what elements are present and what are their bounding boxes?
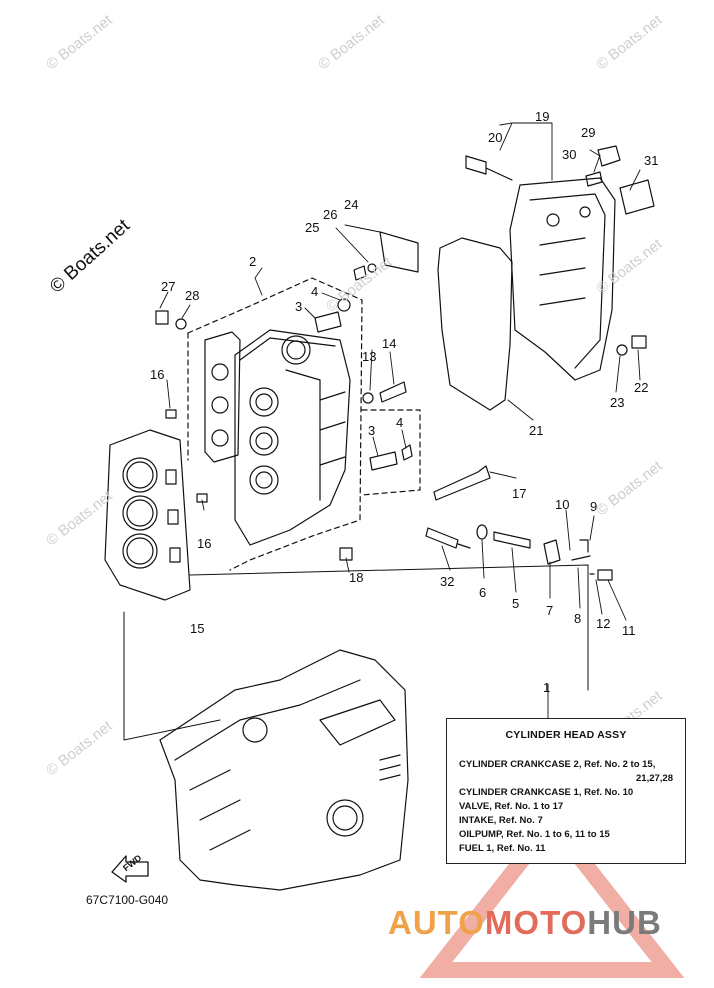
- callout-9: 9: [590, 499, 598, 514]
- info-box-title: CYLINDER HEAD ASSY: [505, 729, 627, 741]
- callout-3: 3: [368, 423, 376, 438]
- brand-part-hub: HUB: [587, 904, 662, 941]
- callout-28: 28: [185, 288, 200, 303]
- info-box-line: OILPUMP, Ref. No. 1 to 6, 11 to 15: [459, 829, 610, 840]
- spark-plug-32: [425, 527, 471, 549]
- callout-30: 30: [562, 147, 577, 162]
- washer-26: [367, 263, 377, 273]
- callout-31: 31: [644, 153, 659, 168]
- pin-4-lower: [401, 444, 413, 461]
- callout-2: 2: [249, 254, 257, 269]
- fwd-arrow-icon: [111, 855, 149, 883]
- callout-27: 27: [161, 279, 176, 294]
- callout-1: 1: [543, 680, 551, 695]
- washer-23: [616, 344, 628, 356]
- plate-7: [543, 539, 561, 565]
- sleeve-3-upper: [314, 311, 342, 333]
- callout-16: 16: [197, 536, 212, 551]
- callout-20: 20: [488, 130, 503, 145]
- brand-part-moto: MOTO: [484, 904, 588, 941]
- info-box-line: 21,27,28: [636, 773, 673, 784]
- callout-19: 19: [535, 109, 550, 124]
- bolt-17: [433, 465, 491, 501]
- bolt-20: [465, 155, 513, 181]
- pin-16-upper: [165, 409, 177, 419]
- callout-18: 18: [349, 570, 364, 585]
- bolt-27: [155, 310, 169, 325]
- callout-4: 4: [396, 415, 404, 430]
- bolt-25: [353, 265, 367, 281]
- callout-6: 6: [479, 585, 487, 600]
- callout-7: 7: [546, 603, 554, 618]
- callout-23: 23: [610, 395, 625, 410]
- callout-5: 5: [512, 596, 520, 611]
- label-31: [619, 179, 655, 215]
- callout-3: 3: [295, 299, 303, 314]
- head-gasket: [104, 429, 191, 601]
- ring-4-upper: [337, 298, 351, 312]
- callout-24: 24: [344, 197, 359, 212]
- brand-triangle-logo: [419, 809, 685, 978]
- shaft-5: [493, 531, 531, 549]
- brand-logo-text: AUTOMOTOHUB: [388, 904, 662, 942]
- screw-9: [579, 539, 589, 553]
- assembly-info-box: CYLINDER HEAD ASSY CYLINDER CRANKCASE 2,…: [446, 718, 686, 864]
- crankcase: [159, 649, 409, 891]
- bolt-14: [379, 381, 407, 403]
- diagram-code: 67C7100-G040: [86, 893, 169, 907]
- bolt-11: [597, 569, 613, 581]
- callout-16: 16: [150, 367, 165, 382]
- pin-16-lower: [196, 493, 208, 503]
- callout-17: 17: [512, 486, 527, 501]
- cap-29: [597, 145, 621, 167]
- callout-22: 22: [634, 380, 649, 395]
- info-box-line: FUEL 1, Ref. No. 11: [459, 843, 546, 854]
- callout-25: 25: [305, 220, 320, 235]
- callout-14: 14: [382, 336, 397, 351]
- callout-8: 8: [574, 611, 582, 626]
- callout-11: 11: [622, 623, 636, 638]
- callout-12: 12: [596, 616, 611, 631]
- info-box-line: CYLINDER CRANKCASE 2, Ref. No. 2 to 15,: [459, 759, 656, 770]
- callout-15: 15: [190, 621, 205, 636]
- callout-4: 4: [311, 284, 319, 299]
- callout-32: 32: [440, 574, 455, 589]
- callout-10: 10: [555, 497, 570, 512]
- brand-part-auto: AUTO: [388, 904, 485, 941]
- cover-gasket: [437, 237, 513, 411]
- washer-28: [175, 318, 187, 330]
- clip-30: [585, 171, 603, 187]
- plate: [379, 231, 419, 273]
- info-box-line: CYLINDER CRANKCASE 1, Ref. No. 10: [459, 787, 634, 798]
- head-cover: [509, 177, 616, 381]
- callout-29: 29: [581, 125, 596, 140]
- clip-8: [571, 555, 591, 561]
- cylinder-head: [234, 329, 351, 546]
- washer-13: [362, 392, 374, 404]
- seal-6: [476, 524, 488, 540]
- sleeve-3-lower: [369, 451, 398, 471]
- exhaust-gasket: [204, 331, 241, 463]
- callout-13: 13: [362, 349, 377, 364]
- callout-21: 21: [529, 423, 544, 438]
- bolt-22: [631, 335, 647, 349]
- info-box-line: VALVE, Ref. No. 1 to 17: [459, 801, 564, 812]
- info-box-line: INTAKE, Ref. No. 7: [459, 815, 543, 826]
- bolt-18: [339, 547, 353, 561]
- callout-26: 26: [323, 207, 338, 222]
